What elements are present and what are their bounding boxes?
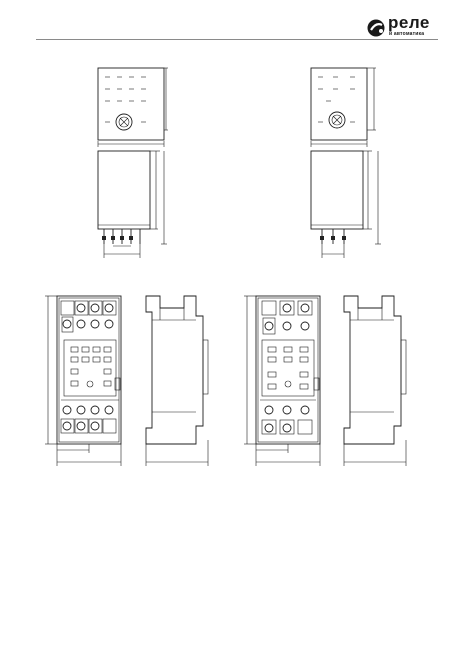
header-divider	[36, 39, 438, 40]
brand-tagline: и автоматика	[389, 31, 425, 37]
socket-right-side-view	[343, 295, 407, 466]
relay-left-top-view	[97, 67, 168, 147]
socket-right-front-view	[244, 295, 321, 466]
relay-left-side-view	[97, 150, 167, 258]
brand-name: реле	[388, 13, 430, 32]
socket-left-front-view	[45, 295, 122, 466]
relay-right-side-view	[310, 150, 381, 258]
relay-right-top-view	[310, 67, 376, 147]
relay-logo-icon	[367, 19, 385, 37]
socket-left-side-view	[145, 295, 209, 466]
brand-logo: реле и автоматика	[366, 13, 440, 38]
